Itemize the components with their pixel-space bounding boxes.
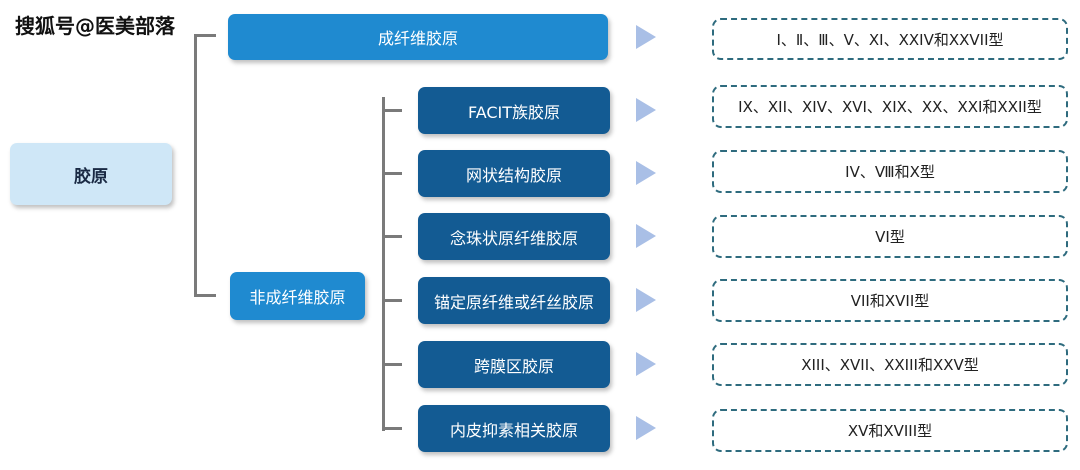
subtype-node: 念珠状原纤维胶原 — [418, 213, 610, 260]
bracket-tick — [382, 363, 402, 366]
subtype-node: 内皮抑素相关胶原 — [418, 405, 610, 452]
arrow-icon — [636, 98, 656, 122]
subtype-types: IV、Ⅷ和Ⅹ型 — [712, 150, 1068, 193]
bracket-tick — [382, 299, 402, 302]
sub-bracket — [382, 97, 385, 431]
bracket-tick — [382, 172, 402, 175]
subtype-types: XV和XVIII型 — [712, 409, 1068, 452]
arrow-icon — [636, 224, 656, 248]
bracket-tick — [382, 235, 402, 238]
subtype-node: 锚定原纤维或纤丝胶原 — [418, 277, 610, 324]
subtype-node: FACIT族胶原 — [418, 87, 610, 134]
subtype-types: VII和XVII型 — [712, 279, 1068, 322]
arrow-icon — [636, 416, 656, 440]
root-node: 胶原 — [10, 143, 172, 205]
non-fibrillar-node: 非成纤维胶原 — [230, 272, 365, 320]
subtype-types: VI型 — [712, 215, 1068, 258]
subtype-types: XIII、XVII、XXIII和XXV型 — [712, 343, 1068, 386]
fibrillar-node: 成纤维胶原 — [228, 14, 608, 60]
arrow-icon — [636, 288, 656, 312]
arrow-icon — [636, 352, 656, 376]
bracket-tick — [194, 34, 216, 37]
main-bracket — [194, 35, 197, 297]
arrow-icon — [636, 161, 656, 185]
arrow-icon — [636, 25, 656, 49]
subtype-types: IX、XII、XIV、XVI、XIX、XX、XXI和XXII型 — [712, 85, 1068, 128]
bracket-tick — [382, 109, 402, 112]
subtype-node: 跨膜区胶原 — [418, 341, 610, 388]
watermark: 搜狐号@医美部落 — [15, 14, 175, 38]
fibrillar-types: Ⅰ、Ⅱ、Ⅲ、V、XI、XXIV和XXVII型 — [712, 18, 1068, 60]
bracket-tick — [382, 427, 402, 430]
bracket-tick — [194, 294, 216, 297]
subtype-node: 网状结构胶原 — [418, 150, 610, 197]
